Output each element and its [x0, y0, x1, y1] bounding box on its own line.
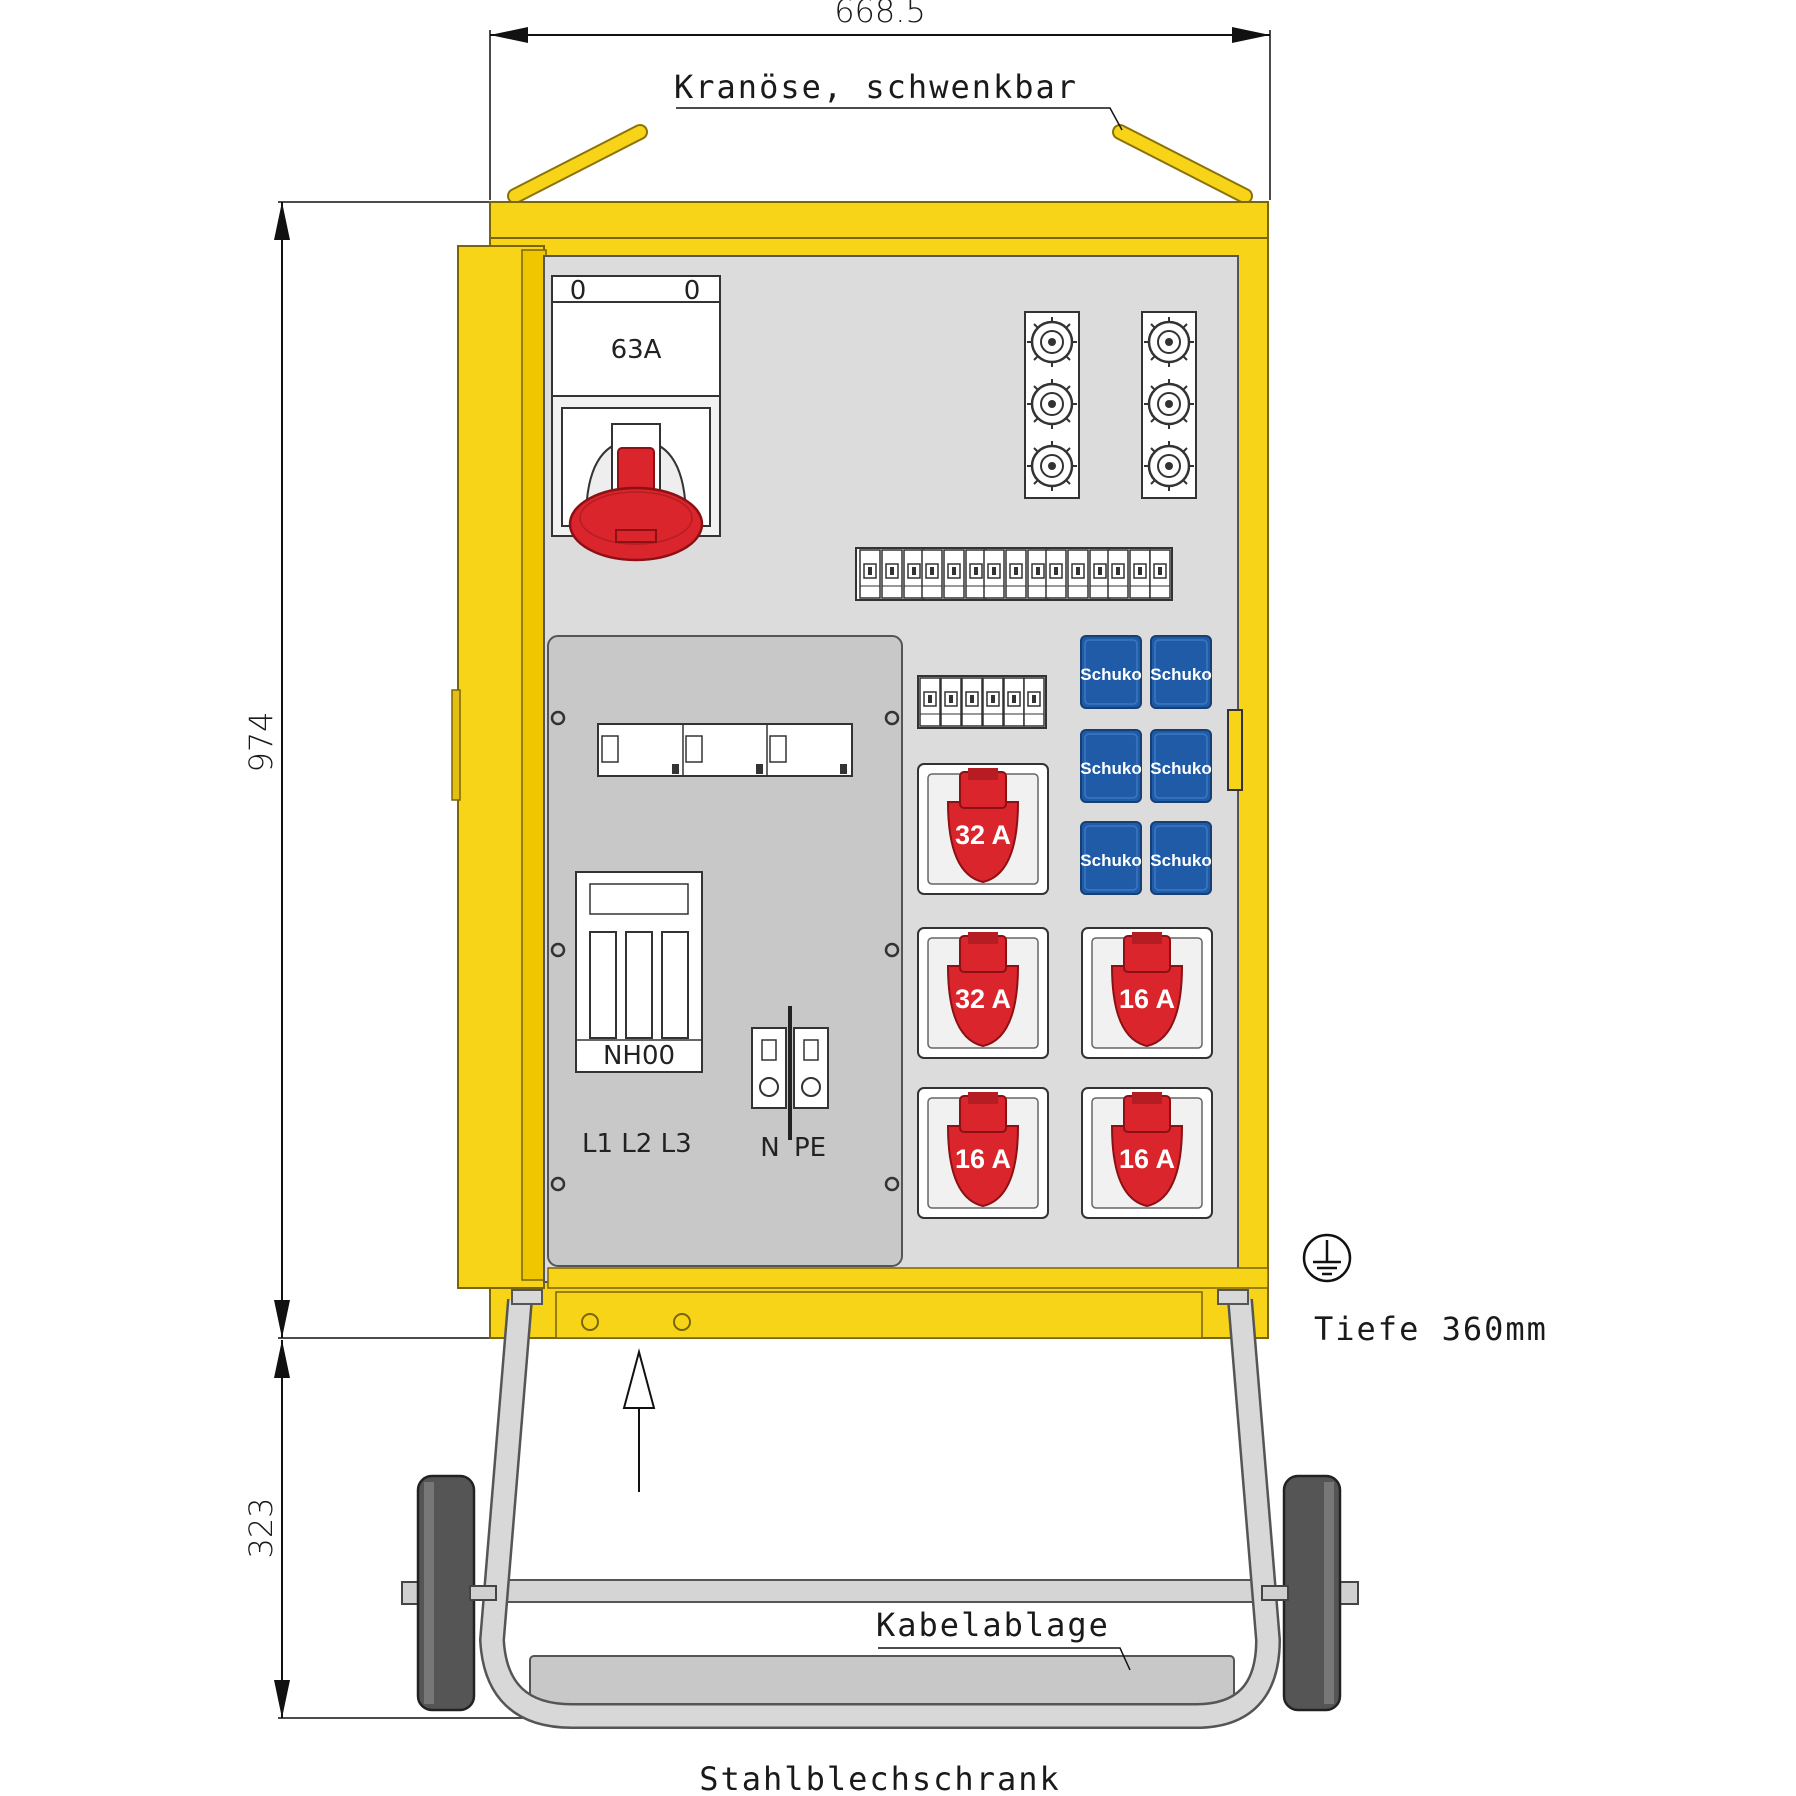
depth-label: Tiefe 360mm — [1314, 1310, 1548, 1348]
rotary-knob-column-left — [1024, 311, 1080, 499]
crane-eyes — [507, 124, 1253, 204]
nh00-fuse-switch: NH00 — [575, 871, 703, 1073]
cabinet-height-label: 974 — [242, 711, 280, 772]
cable-tray — [529, 1655, 1235, 1709]
schuko-socket-6: Schuko — [1150, 821, 1212, 895]
schuko-sockets: Schuko Schuko Schuko Schuko Schuko Schuk… — [1080, 635, 1212, 895]
rotary-knob-icon — [1142, 315, 1196, 369]
rotary-knob-icon — [1142, 377, 1196, 431]
main-switch-rating: 63A — [611, 335, 662, 365]
main-switch: 0 0 63A — [551, 275, 721, 562]
cabinet-type-label: Stahlblechschrank — [699, 1760, 1061, 1796]
cee-rating: 32 A — [955, 984, 1011, 1014]
trolley-frame — [479, 1289, 1281, 1729]
dimension-height-frame: 323 — [242, 1340, 560, 1719]
width-dimension-label: 668.5 — [834, 0, 926, 30]
n-pe-terminals: N PE — [751, 1006, 829, 1163]
schuko-socket-1: Schuko — [1080, 635, 1142, 709]
schuko-socket-3: Schuko — [1080, 729, 1142, 803]
circuit-breaker-row-top — [855, 547, 1173, 601]
cee-sockets: 32 A 32 A 16 A 16 A 16 A — [917, 763, 1213, 1219]
schuko-label: Schuko — [1080, 759, 1141, 778]
phase-labels: L1 L2 L3 — [582, 1129, 692, 1159]
terminal-n-label: N — [760, 1133, 779, 1163]
dimension-width: 668.5 — [489, 0, 1271, 200]
switch-position-left: 0 — [570, 276, 587, 306]
schuko-label: Schuko — [1150, 665, 1211, 684]
schuko-label: Schuko — [1150, 759, 1211, 778]
circuit-breaker-row-small — [917, 675, 1047, 729]
crane-eye-note: Kranöse, schwenkbar — [674, 68, 1123, 131]
earth-ground-icon — [1302, 1233, 1352, 1283]
schuko-label: Schuko — [1080, 665, 1141, 684]
rotary-knob-icon — [1025, 377, 1079, 431]
frame-height-label: 323 — [242, 1497, 280, 1558]
schuko-socket-4: Schuko — [1150, 729, 1212, 803]
rotary-knob-icon — [1142, 439, 1196, 493]
cee-socket-16a-1: 16 A — [1081, 927, 1213, 1059]
cee-socket-16a-2: 16 A — [917, 1087, 1049, 1219]
terminal-pe-label: PE — [794, 1133, 826, 1163]
cee-rating: 16 A — [955, 1144, 1011, 1174]
cee-socket-32a-2: 32 A — [917, 927, 1049, 1059]
rcd-breakers — [597, 723, 853, 777]
fuse-label: NH00 — [603, 1041, 675, 1071]
cee-socket-32a-1: 32 A — [917, 763, 1049, 895]
rotary-knob-column-right — [1141, 311, 1197, 499]
rotary-knob-icon — [1025, 315, 1079, 369]
crane-eye-label: Kranöse, schwenkbar — [674, 68, 1078, 106]
cable-tray-label: Kabelablage — [876, 1606, 1110, 1644]
schuko-label: Schuko — [1150, 851, 1211, 870]
schuko-label: Schuko — [1080, 851, 1141, 870]
schuko-socket-5: Schuko — [1080, 821, 1142, 895]
cee-rating: 16 A — [1119, 1144, 1175, 1174]
distribution-panel: NH00 L1 L2 L3 N PE — [547, 635, 903, 1267]
schuko-socket-2: Schuko — [1150, 635, 1212, 709]
main-socket-cover — [568, 486, 704, 562]
cee-socket-16a-3: 16 A — [1081, 1087, 1213, 1219]
rotary-knob-icon — [1025, 439, 1079, 493]
wheel-right — [1261, 1474, 1359, 1712]
cee-rating: 16 A — [1119, 984, 1175, 1014]
door-lock — [1227, 709, 1243, 791]
cable-entry-plate — [555, 1291, 1203, 1339]
cee-rating: 32 A — [955, 820, 1011, 850]
switch-position-right: 0 — [684, 276, 701, 306]
wheel-left — [401, 1474, 497, 1712]
cable-entry-arrow — [622, 1348, 656, 1492]
